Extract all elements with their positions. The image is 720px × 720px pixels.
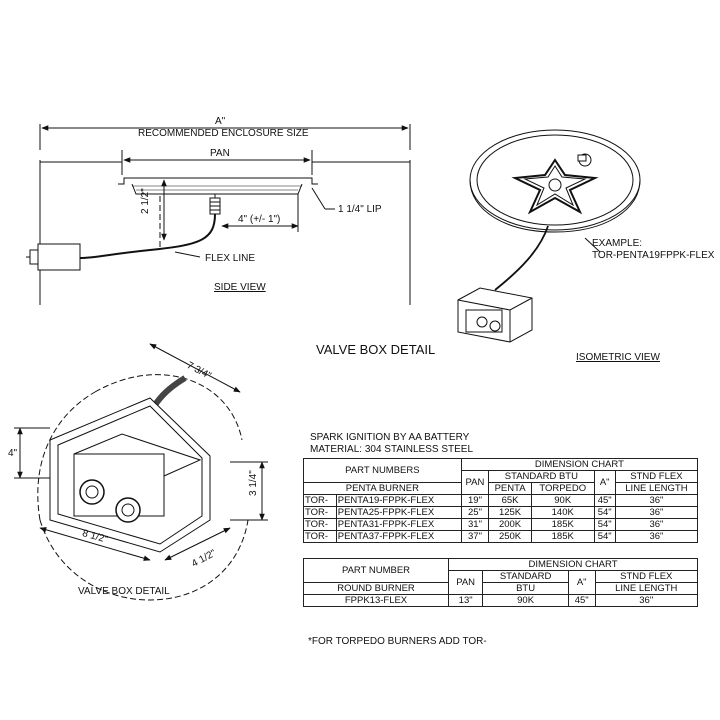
- table2-part-number-header: PART NUMBER: [303, 558, 449, 583]
- a-dimension-label: A": [215, 116, 226, 127]
- example-label: EXAMPLE:: [592, 238, 643, 249]
- side-view-drawing: [26, 124, 411, 305]
- valve-box-heading: VALVE BOX DETAIL: [316, 342, 436, 357]
- table1-part-numbers-header: PART NUMBERS: [303, 458, 462, 483]
- depth-label: 2 1/2": [140, 188, 151, 214]
- spec-line-2: MATERIAL: 304 STAINLESS STEEL: [310, 444, 474, 455]
- table-row: FPPK13-FLEX 13" 90K 45" 36": [303, 594, 698, 607]
- table1-row-a: 54": [593, 530, 616, 543]
- isometric-view-title: ISOMETRIC VIEW: [576, 352, 660, 363]
- footnote: *FOR TORPEDO BURNERS ADD TOR-: [308, 636, 487, 647]
- table1-row-torpedo: 185K: [530, 530, 595, 543]
- penta-dimension-table: PART NUMBERS DIMENSION CHART PAN STANDAR…: [303, 458, 699, 543]
- table2-row-btu: 90K: [482, 594, 569, 607]
- table1-row-flex: 36": [614, 530, 699, 543]
- table1-dimension-chart-header: DIMENSION CHART: [460, 458, 699, 471]
- table-row: TOR- PENTA19-FPPK-FLEX 19" 65K 90K 45" 3…: [303, 494, 699, 507]
- table1-row-pan: 31": [460, 518, 490, 531]
- table1-row-part: PENTA31-FPPK-FLEX: [335, 518, 462, 531]
- table1-row-penta: 250K: [488, 530, 532, 543]
- table2-stnd-flex-header-1: STND FLEX: [594, 570, 698, 583]
- spec-line-1: SPARK IGNITION BY AA BATTERY: [310, 432, 470, 443]
- table-row: TOR- PENTA31-FPPK-FLEX 31" 200K 185K 54"…: [303, 518, 699, 531]
- isometric-view-drawing: [457, 129, 641, 343]
- table1-row-torpedo: 140K: [530, 506, 595, 519]
- table1-row-a: 54": [593, 518, 616, 531]
- table1-row-prefix: TOR-: [303, 518, 337, 531]
- table1-row-a: 54": [593, 506, 616, 519]
- table1-row-torpedo: 185K: [530, 518, 595, 531]
- side-view-title: SIDE VIEW: [214, 282, 266, 293]
- table1-row-pan: 25": [460, 506, 490, 519]
- table2-round-burner-header: ROUND BURNER: [303, 582, 449, 595]
- table1-standard-btu-header: STANDARD BTU: [488, 470, 595, 483]
- valve-box-drawing: [14, 343, 268, 601]
- table1-row-part: PENTA37-FPPK-FLEX: [335, 530, 462, 543]
- table1-row-prefix: TOR-: [303, 530, 337, 543]
- table2-dimension-chart-header: DIMENSION CHART: [448, 558, 698, 571]
- table1-stnd-flex-header-2: LINE LENGTH: [614, 482, 699, 495]
- table1-row-a: 45": [593, 494, 616, 507]
- table1-torpedo-header: TORPEDO: [530, 482, 595, 495]
- table1-row-penta: 125K: [488, 506, 532, 519]
- table-row: TOR- PENTA25-FPPK-FLEX 25" 125K 140K 54"…: [303, 506, 699, 519]
- table1-stnd-flex-header-1: STND FLEX: [614, 470, 699, 483]
- table2-row-a: 45": [567, 594, 596, 607]
- table1-row-penta: 65K: [488, 494, 532, 507]
- table1-row-pan: 19": [460, 494, 490, 507]
- table2-pan-header: PAN: [447, 570, 484, 595]
- table1-row-pan: 37": [460, 530, 490, 543]
- table1-row-part: PENTA19-FPPK-FLEX: [335, 494, 462, 507]
- valve-box-caption: VALVE BOX DETAIL: [78, 586, 170, 597]
- table2-row-part: FPPK13-FLEX: [303, 594, 449, 607]
- table2-standard-header-1: STANDARD: [482, 570, 569, 583]
- table2-row-flex: 36": [594, 594, 698, 607]
- enclosure-label: RECOMMENDED ENCLOSURE SIZE: [138, 128, 309, 139]
- table1-penta-burner-header: PENTA BURNER: [303, 482, 462, 495]
- table2-stnd-flex-header-2: LINE LENGTH: [594, 582, 698, 595]
- table2-row-pan: 13": [447, 594, 484, 607]
- table1-row-flex: 36": [614, 518, 699, 531]
- table1-pan-header: PAN: [460, 470, 490, 495]
- lip-label: 1 1/4" LIP: [338, 204, 382, 215]
- table1-row-torpedo: 90K: [530, 494, 595, 507]
- table1-row-part: PENTA25-FPPK-FLEX: [335, 506, 462, 519]
- table1-row-flex: 36": [614, 494, 699, 507]
- flex-line-label: FLEX LINE: [205, 253, 256, 264]
- table-row: TOR- PENTA37-FPPK-FLEX 37" 250K 185K 54"…: [303, 530, 699, 543]
- valve-box-dim-right: 3 1/4": [248, 470, 259, 496]
- example-part: TOR-PENTA19FPPK-FLEX: [592, 250, 715, 261]
- table1-row-flex: 36": [614, 506, 699, 519]
- table1-row-prefix: TOR-: [303, 494, 337, 507]
- table2-standard-header-2: BTU: [482, 582, 569, 595]
- round-dimension-table: PART NUMBER DIMENSION CHART PAN STANDARD…: [303, 558, 698, 607]
- table1-row-prefix: TOR-: [303, 506, 337, 519]
- table1-row-penta: 200K: [488, 518, 532, 531]
- valve-box-dim-left: 4": [8, 448, 18, 459]
- table1-a-header: A": [593, 470, 616, 495]
- table1-penta-header: PENTA: [488, 482, 532, 495]
- offset-label: 4" (+/- 1"): [238, 214, 281, 225]
- pan-label: PAN: [210, 148, 230, 159]
- table2-a-header: A": [567, 570, 596, 595]
